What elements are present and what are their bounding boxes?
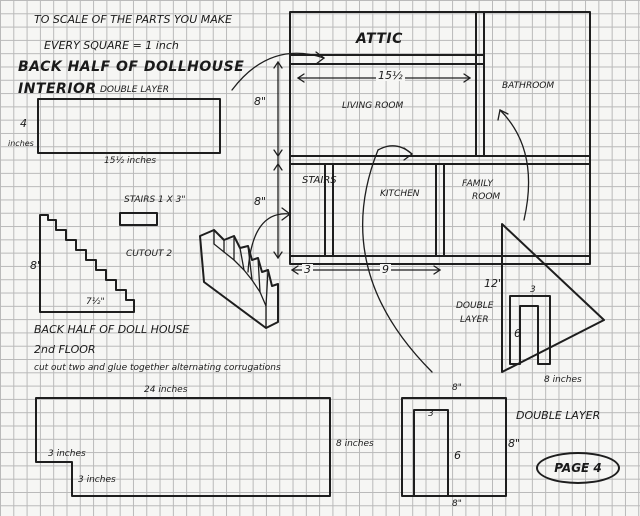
slab-notch-b: 3 inches [78,475,116,485]
room-bathroom: BATHROOM [502,81,555,91]
u-top: 8" [452,383,462,393]
floor2-instructions: cut out two and glue together alternatin… [34,363,281,373]
stair-side-profile [39,214,135,313]
page-number: PAGE 4 [536,452,620,484]
room-family: FAMILY [462,179,493,189]
side-height: 8" [30,259,43,272]
room-living: LIVING ROOM [342,101,404,111]
arrow-to-kitchen [362,145,433,373]
note-title: BACK HALF OF DOLLHOUSE [18,59,245,75]
u-right: 8" [508,437,521,450]
slab-width: 24 inches [144,385,188,395]
stairs-piece [119,212,158,226]
plan-base-stairs: 3 [302,263,313,276]
note-interior: INTERIOR [18,81,97,97]
back-panel [37,98,221,154]
cutout-label: CUTOUT 2 [126,249,173,259]
arrow-to-stairs [247,213,291,273]
floor2-title: BACK HALF OF DOLL HOUSE [34,323,190,336]
u-inner-top: 3 [428,409,434,419]
l-piece [509,295,551,365]
l-piece-bottom: 8 inches [544,375,582,385]
plan-width: 15½ [376,69,405,82]
triangle-double: DOUBLE [456,301,494,311]
triangle-height: 12" [484,277,504,290]
floor-plan-outer [289,11,591,265]
slab-height: 8 inches [336,439,374,449]
stair-3d [199,229,279,329]
l-piece-top: 3 [530,285,536,295]
panel-height: 4 [20,117,27,130]
side-width: 7½" [86,297,105,307]
arrow-to-attic [231,52,325,91]
note-double-layer: DOUBLE LAYER [100,85,169,95]
room-attic: ATTIC [356,31,403,47]
stairs-piece-label: STAIRS 1 X 3" [124,195,186,205]
floor2-subtitle: 2nd FLOOR [34,343,96,356]
note-scale: TO SCALE OF THE PARTS YOU MAKE [34,13,232,26]
slab-notch-a: 3 inches [48,449,86,459]
plan-base-kitchen: 9 [380,263,391,276]
room-stairs: STAIRS [302,175,337,186]
l-piece-side: 6 [514,327,521,340]
u-inner-side: 6 [454,449,461,462]
panel-height-unit: inches [8,139,34,148]
u-piece [401,397,507,497]
u-bottom: 8" [452,499,462,509]
u-double-layer: DOUBLE LAYER [516,409,601,422]
room-family-2: ROOM [472,192,501,202]
triangle-layer: LAYER [460,315,489,325]
room-kitchen: KITCHEN [380,189,420,199]
plan-height-lower: 8" [254,195,267,208]
triangle-piece [501,223,605,373]
arrow-to-bathroom [499,109,530,221]
panel-width: 15½ inches [104,156,157,166]
floor-slab [35,397,331,497]
note-square: EVERY SQUARE = 1 inch [44,39,179,52]
plan-height-upper: 8" [254,95,267,108]
